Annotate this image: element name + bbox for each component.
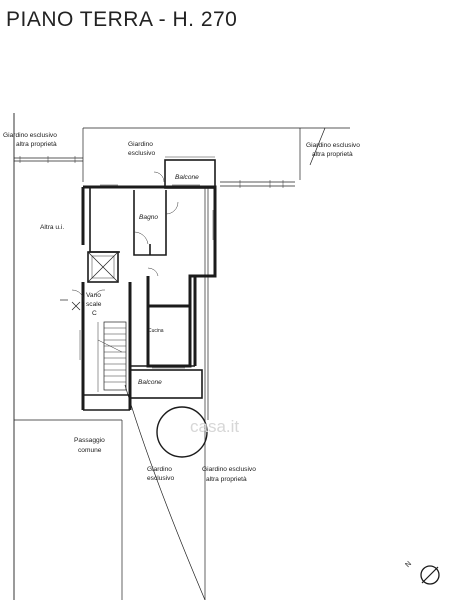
garden-left-label-2: altra proprietà <box>16 141 57 148</box>
building-walls <box>81 156 217 411</box>
stair-label-3: C <box>92 310 97 317</box>
garden-bottom-right-label-1: Giardino esclusivo <box>202 466 256 473</box>
bathroom-label: Bagno <box>139 214 158 221</box>
garden-top-label-2: esclusivo <box>128 150 155 157</box>
garden-top-label-1: Giardino <box>128 141 153 148</box>
watermark-text: casa.it <box>190 417 239 436</box>
garden-bottom-label-2: esclusivo <box>147 475 174 482</box>
passage-label-1: Passaggio <box>74 437 105 444</box>
stair-label-2: scale <box>86 301 102 308</box>
other-unit-label: Altra u.i. <box>40 224 64 231</box>
balcony-bottom-label: Balcone <box>138 379 162 386</box>
door-swings <box>60 171 179 311</box>
tree-circle <box>156 406 208 458</box>
garden-bottom-label-1: Giardino <box>147 466 172 473</box>
stair-label-1: Vano <box>86 292 101 299</box>
garden-left-label-1: Giardino esclusivo <box>3 132 57 139</box>
balcony-top-label: Balcone <box>175 174 199 181</box>
garden-bottom-right-label-2: altra proprietà <box>206 476 247 483</box>
passage-label-2: comune <box>78 447 102 454</box>
garden-right-label-1: Giardino esclusivo <box>306 142 360 149</box>
windows <box>79 184 214 369</box>
stair-flights <box>97 321 127 392</box>
north-arrow: N <box>403 559 440 585</box>
boundary-lines <box>13 113 350 600</box>
plan-title: PIANO TERRA - H. 270 <box>6 8 238 31</box>
kitchen-label: Cucina <box>148 328 164 334</box>
labels: Giardino esclusivo altra proprietà Giard… <box>3 132 360 483</box>
garden-right-label-2: altra proprietà <box>312 151 353 158</box>
north-label: N <box>403 559 413 569</box>
